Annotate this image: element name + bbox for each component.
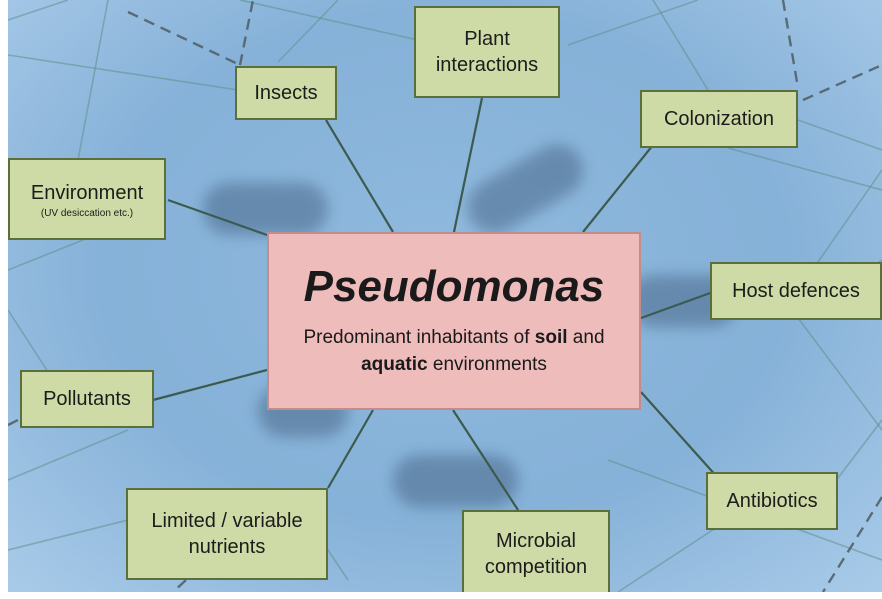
network-line xyxy=(8,0,68,20)
network-line xyxy=(240,0,418,40)
node-host-defences-label: Host defences xyxy=(732,278,860,304)
network-line xyxy=(8,310,48,372)
dashed-line xyxy=(803,65,882,100)
node-microbial-line2: competition xyxy=(485,554,587,580)
network-line xyxy=(818,170,882,262)
dashed-line xyxy=(128,12,240,65)
center-subtitle-soil: soil xyxy=(535,327,568,348)
node-insects: Insects xyxy=(235,66,337,120)
network-line xyxy=(8,520,128,550)
node-nutrients-line1: Limited / variable xyxy=(151,508,302,534)
network-line xyxy=(838,420,882,478)
link-insects xyxy=(326,120,393,232)
diagram-canvas: Insects Plant interactions Colonization … xyxy=(8,0,882,592)
node-pollutants: Pollutants xyxy=(20,370,154,428)
node-environment-label: Environment xyxy=(31,180,143,206)
center-subtitle-text: environments xyxy=(428,354,547,375)
node-antibiotics-label: Antibiotics xyxy=(726,488,817,514)
bacterium-shape xyxy=(203,183,328,235)
node-plant-interactions: Plant interactions xyxy=(414,6,560,98)
node-insects-label: Insects xyxy=(254,80,317,106)
network-line xyxy=(798,120,882,150)
link-pollutants xyxy=(153,370,267,400)
node-colonization-label: Colonization xyxy=(664,106,774,132)
dashed-line xyxy=(173,580,186,592)
node-antibiotics: Antibiotics xyxy=(706,472,838,530)
center-subtitle-text: Predominant inhabitants of xyxy=(303,327,534,348)
node-pollutants-label: Pollutants xyxy=(43,386,131,412)
center-title: Pseudomonas xyxy=(304,263,605,311)
node-microbial-line1: Microbial xyxy=(496,528,576,554)
center-subtitle-aquatic: aquatic xyxy=(361,354,428,375)
node-colonization: Colonization xyxy=(640,90,798,148)
dashed-line xyxy=(240,0,253,65)
node-environment-sublabel: (UV desiccation etc.) xyxy=(41,208,133,219)
center-node: Pseudomonas Predominant inhabitants of s… xyxy=(267,232,641,410)
node-environment: Environment (UV desiccation etc.) xyxy=(8,158,166,240)
network-line xyxy=(728,148,882,190)
node-host-defences: Host defences xyxy=(710,262,882,320)
center-subtitle-text: and xyxy=(568,327,605,348)
dashed-line xyxy=(783,0,798,88)
node-microbial-competition: Microbial competition xyxy=(462,510,610,592)
node-plant-line2: interactions xyxy=(436,52,538,78)
center-subtitle: Predominant inhabitants of soil and aqua… xyxy=(303,324,604,379)
network-line xyxy=(278,0,338,62)
link-colonization xyxy=(583,145,653,232)
node-nutrients-line2: nutrients xyxy=(189,534,266,560)
network-line xyxy=(568,0,698,45)
link-antibiotics xyxy=(641,392,718,478)
node-plant-line1: Plant xyxy=(464,26,510,52)
network-line xyxy=(653,0,708,90)
network-line xyxy=(618,520,728,592)
node-limited-nutrients: Limited / variable nutrients xyxy=(126,488,328,580)
network-line xyxy=(8,430,128,480)
network-line xyxy=(78,0,108,160)
network-line xyxy=(8,238,88,270)
bacterium-shape xyxy=(458,135,592,243)
network-line xyxy=(8,55,238,90)
network-line xyxy=(798,318,882,430)
